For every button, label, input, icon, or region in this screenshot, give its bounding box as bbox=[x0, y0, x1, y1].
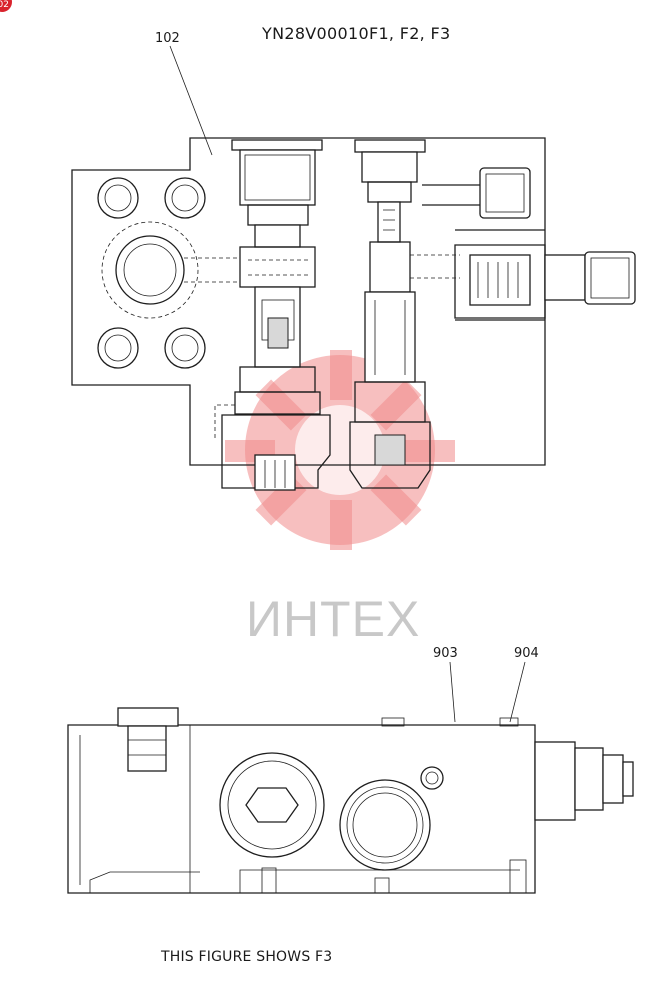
right-cartridge bbox=[349, 139, 460, 489]
leader-904 bbox=[509, 661, 526, 723]
drawing-number: YN28V00010F1, F2, F3 bbox=[262, 24, 451, 43]
left-cartridge bbox=[214, 139, 331, 491]
callout-904: 904 bbox=[514, 646, 539, 661]
relief-valve bbox=[422, 167, 636, 319]
leader-102 bbox=[169, 45, 213, 156]
corner-badge-text: 02 bbox=[0, 0, 9, 10]
watermark-text: ИНТЕХ bbox=[246, 591, 421, 647]
side-view bbox=[67, 707, 634, 894]
callout-903: 903 bbox=[433, 646, 458, 661]
figure-caption: THIS FIGURE SHOWS F3 bbox=[161, 949, 333, 965]
corner-badge: 02 bbox=[0, 0, 12, 12]
leader-903 bbox=[449, 661, 456, 723]
watermark-gear bbox=[225, 350, 455, 550]
mounting-holes bbox=[97, 177, 240, 369]
callout-102: 102 bbox=[155, 31, 180, 46]
top-view bbox=[71, 137, 636, 491]
